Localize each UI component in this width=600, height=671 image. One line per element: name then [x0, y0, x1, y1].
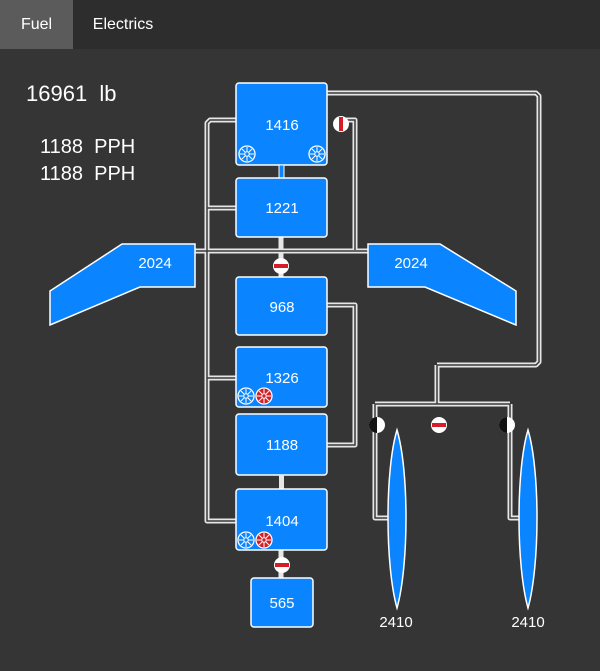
tank-bottom-value: 565: [269, 595, 294, 612]
pump-off-icon[interactable]: [237, 531, 255, 549]
tab-electrics[interactable]: Electrics: [92, 15, 154, 33]
right-wing-tank-value: 2024: [394, 255, 427, 272]
connector: [279, 475, 284, 489]
right-wing-tank[interactable]: 2024: [367, 243, 517, 327]
tab-fuel[interactable]: Fuel: [0, 0, 73, 49]
tank-center-aft-value: 1188: [266, 437, 298, 454]
tank-upper-value: 1221: [265, 200, 298, 217]
tank-center-fwd-value: 968: [269, 299, 294, 316]
fuel-system-diagram: 2024 2024 1416 1221 968 1326 1188 1404 5…: [49, 82, 545, 631]
tank-top[interactable]: 1416: [235, 82, 328, 166]
valve-icon[interactable]: [369, 417, 385, 433]
transfer-line-icon: [278, 164, 285, 179]
tank-center-fwd[interactable]: 968: [235, 276, 328, 336]
total-fuel-weight: 16961 lb: [26, 81, 117, 106]
pump-off-icon[interactable]: [308, 145, 326, 163]
fuel-lines-inner: [195, 92, 540, 522]
external-tank-right-value: 2410: [511, 614, 544, 631]
left-wing-tank[interactable]: 2024: [49, 243, 196, 327]
tank-upper[interactable]: 1221: [235, 177, 328, 238]
pump-on-icon[interactable]: [255, 387, 273, 405]
tank-lower-value: 1404: [265, 513, 298, 530]
tank-bottom[interactable]: 565: [250, 577, 314, 628]
fuel-flow-engine-1: 1188 PPH: [40, 136, 136, 158]
valve-icon[interactable]: [333, 116, 349, 132]
tank-center-mid-value: 1326: [265, 370, 298, 387]
external-tank-left-value: 2410: [379, 614, 412, 631]
valve-icon[interactable]: [273, 258, 289, 274]
pump-on-icon[interactable]: [255, 531, 273, 549]
fuel-flow-engine-2: 1188 PPH: [40, 163, 136, 185]
external-tank-right[interactable]: [518, 427, 538, 611]
valve-icon[interactable]: [431, 417, 447, 433]
valve-icon[interactable]: [274, 557, 290, 573]
left-wing-tank-value: 2024: [138, 255, 171, 272]
valve-icon[interactable]: [499, 417, 515, 433]
tank-top-value: 1416: [265, 117, 298, 134]
tab-bar: Fuel Electrics: [0, 0, 600, 49]
pump-off-icon[interactable]: [237, 387, 255, 405]
tank-center-aft[interactable]: 1188: [235, 413, 328, 476]
external-tank-left[interactable]: [387, 427, 407, 611]
pump-off-icon[interactable]: [238, 145, 256, 163]
